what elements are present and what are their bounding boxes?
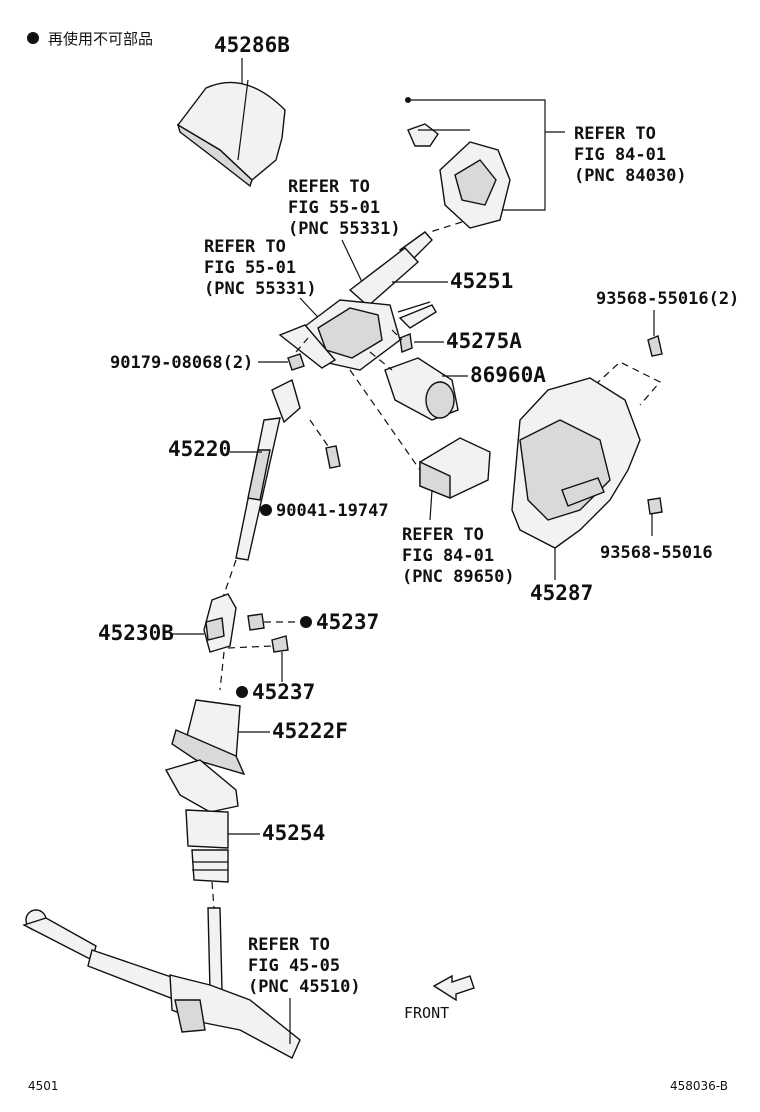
ref-55331b-l3[interactable]: (PNC 55331) xyxy=(204,279,317,299)
universal-joint xyxy=(203,593,237,691)
ref-84030-l3[interactable]: (PNC 84030) xyxy=(574,166,687,186)
ref-89650-l2: FIG 84-01 xyxy=(402,546,494,566)
ref-89650-l1: REFER TO xyxy=(402,525,484,545)
lower-column-cover xyxy=(511,361,661,549)
footer-left-code: 4501 xyxy=(28,1079,59,1093)
legend-text: 再使用不可部品 xyxy=(48,30,153,48)
label-45251[interactable]: 45251 xyxy=(450,269,513,293)
bolt-90041 xyxy=(309,419,341,469)
label-45237-a[interactable]: 45237 xyxy=(316,610,379,634)
ref-55331a-l3[interactable]: (PNC 55331) xyxy=(288,219,401,239)
ref-89650-l3[interactable]: (PNC 89650) xyxy=(402,567,515,587)
label-45237-b[interactable]: 45237 xyxy=(252,680,315,704)
label-45230B[interactable]: 45230B xyxy=(98,621,174,645)
ref-84030-l1: REFER TO xyxy=(574,124,656,144)
bolt-45237-a xyxy=(247,613,296,631)
label-45220[interactable]: 45220 xyxy=(168,437,231,461)
label-45275A[interactable]: 45275A xyxy=(446,329,522,353)
column-hole-cover xyxy=(171,699,246,776)
ref-45510-l3[interactable]: (PNC 45510) xyxy=(248,977,361,997)
ref-84030-l2: FIG 84-01 xyxy=(574,145,666,165)
label-93568-2[interactable]: 93568-55016(2) xyxy=(596,289,739,309)
label-45254[interactable]: 45254 xyxy=(262,821,325,845)
label-45286B[interactable]: 45286B xyxy=(214,33,290,57)
label-90179[interactable]: 90179-08068(2) xyxy=(110,353,253,373)
control-module xyxy=(349,369,491,500)
ref-55331a-l1: REFER TO xyxy=(288,177,370,197)
label-86960A[interactable]: 86960A xyxy=(470,363,546,387)
front-label: FRONT xyxy=(404,1004,449,1022)
steering-gear-rack xyxy=(22,881,301,1059)
ref-45510-l1: REFER TO xyxy=(248,935,330,955)
legend-bullet xyxy=(27,32,39,44)
screw-93568 xyxy=(647,497,663,536)
ref-55331a-l2: FIG 55-01 xyxy=(288,198,380,218)
ref-45510-l2: FIG 45-05 xyxy=(248,956,340,976)
intermediate-shaft xyxy=(221,378,301,601)
label-90041[interactable]: 90041-19747 xyxy=(276,501,389,521)
nut-90179 xyxy=(287,337,309,371)
steering-column xyxy=(278,221,463,371)
switch-assembly xyxy=(405,97,565,229)
label-45222F[interactable]: 45222F xyxy=(272,719,348,743)
label-45287[interactable]: 45287 xyxy=(530,581,593,605)
label-93568[interactable]: 93568-55016 xyxy=(600,543,713,563)
bolt-45237-b xyxy=(227,635,289,682)
bolt-45275A xyxy=(391,329,413,353)
screw-93568-2 xyxy=(647,310,663,357)
ref-55331b-l1: REFER TO xyxy=(204,237,286,257)
steering-motor xyxy=(369,351,459,421)
footer-right-code: 458036-B xyxy=(670,1079,728,1093)
front-arrow-icon xyxy=(432,974,475,1002)
hole-cover-seal xyxy=(164,759,239,883)
upper-column-cover xyxy=(176,79,286,188)
ref-55331b-l2: FIG 55-01 xyxy=(204,258,296,278)
